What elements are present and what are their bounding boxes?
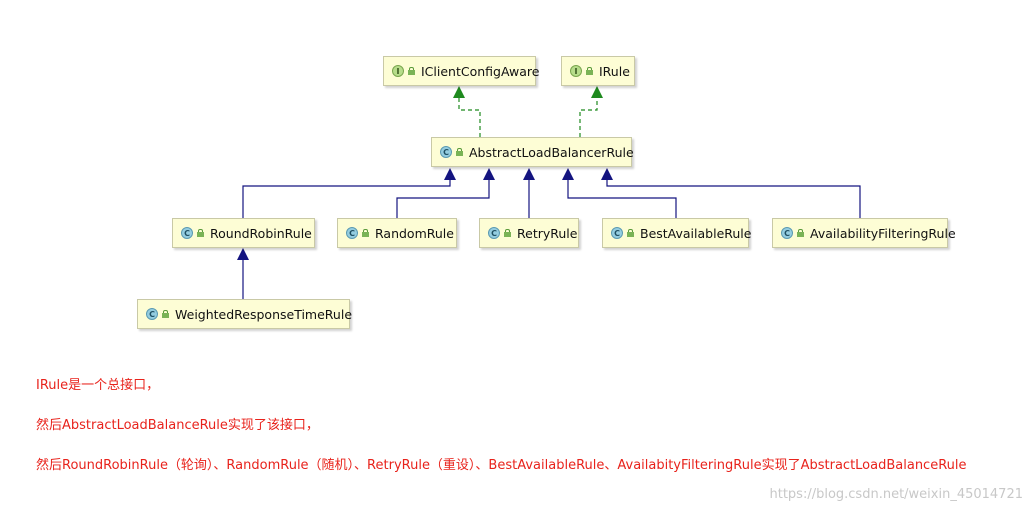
node-bestavailablerule[interactable]: C BestAvailableRule <box>602 218 752 248</box>
arrow-extends-weightedresponsetimerule <box>237 248 249 260</box>
node-weightedresponsetimerule[interactable]: C WeightedResponseTimeRule <box>137 299 353 329</box>
lock-icon <box>797 229 804 237</box>
class-icon: C <box>781 227 793 239</box>
edge-extends-randomrule <box>396 180 490 218</box>
edge-extends-roundrobinrule <box>242 180 451 218</box>
node-label: WeightedResponseTimeRule <box>175 306 353 322</box>
edge-implements-iclientconfigaware <box>458 98 481 137</box>
edge-extends-bestavailablerule <box>567 180 677 218</box>
arrow-implements-irule <box>591 86 603 98</box>
class-icon: C <box>488 227 500 239</box>
abstract-class-icon: C <box>440 146 452 158</box>
class-icon: C <box>181 227 193 239</box>
lock-icon <box>586 67 593 75</box>
node-label: RetryRule <box>517 225 578 241</box>
node-label: AbstractLoadBalancerRule <box>469 144 634 160</box>
lock-icon <box>162 310 169 318</box>
node-irule[interactable]: I IRule <box>561 56 635 86</box>
lock-icon <box>504 229 511 237</box>
class-icon: C <box>611 227 623 239</box>
lock-icon <box>627 229 634 237</box>
node-abstractloadbalancerrule[interactable]: C AbstractLoadBalancerRule <box>431 137 634 167</box>
node-label: BestAvailableRule <box>640 225 752 241</box>
note-line-1: IRule是一个总接口， <box>36 378 160 393</box>
node-roundrobinrule[interactable]: C RoundRobinRule <box>172 218 315 248</box>
edge-implements-irule <box>579 98 598 137</box>
class-icon: C <box>146 308 158 320</box>
node-label: RandomRule <box>375 225 454 241</box>
lock-icon <box>197 229 204 237</box>
arrow-extends-bestavailablerule <box>562 168 574 180</box>
interface-icon: I <box>570 65 582 77</box>
arrow-extends-retryrule <box>523 168 535 180</box>
class-diagram <box>237 86 861 299</box>
node-availabilityfilteringrule[interactable]: C AvailabilityFilteringRule <box>772 218 956 248</box>
interface-icon: I <box>392 65 404 77</box>
arrow-extends-availabilityfilteringrule <box>601 168 613 180</box>
node-label: RoundRobinRule <box>210 225 312 241</box>
lock-icon <box>408 67 415 75</box>
arrow-extends-randomrule <box>483 168 495 180</box>
note-line-3: 然后RoundRobinRule（轮询）、RandomRule（随机）、Retr… <box>36 458 967 473</box>
watermark: https://blog.csdn.net/weixin_45014721 <box>769 487 1023 502</box>
arrow-implements-iclientconfigaware <box>453 86 465 98</box>
node-retryrule[interactable]: C RetryRule <box>479 218 579 248</box>
node-label: IRule <box>599 63 630 79</box>
class-icon: C <box>346 227 358 239</box>
lock-icon <box>362 229 369 237</box>
note-line-2: 然后AbstractLoadBalanceRule实现了该接口， <box>36 418 319 433</box>
node-randomrule[interactable]: C RandomRule <box>337 218 457 248</box>
lock-icon <box>456 148 463 156</box>
edge-extends-availabilityfilteringrule <box>606 180 861 218</box>
node-iclientconfigaware[interactable]: I IClientConfigAware <box>383 56 540 86</box>
node-label: IClientConfigAware <box>421 63 540 79</box>
node-label: AvailabilityFilteringRule <box>810 225 956 241</box>
arrow-extends-roundrobinrule <box>444 168 456 180</box>
